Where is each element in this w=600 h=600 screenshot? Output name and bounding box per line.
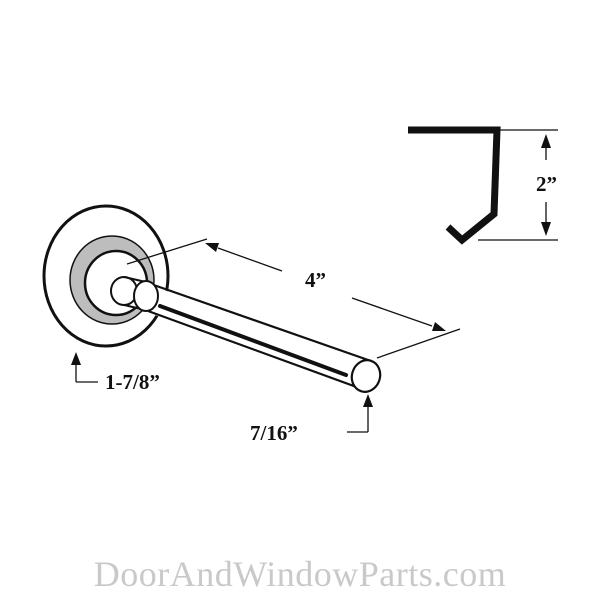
roller-stem xyxy=(110,276,382,393)
watermark: DoorAndWindowParts.com xyxy=(93,554,507,594)
roller-wheel xyxy=(42,204,170,348)
stem-diameter-label: 7/16” xyxy=(250,421,298,445)
track-profile xyxy=(408,126,501,245)
wheel-diameter-label: 1-7/8” xyxy=(105,370,160,394)
wheel-diameter-leader xyxy=(71,352,98,383)
track-height-dimension xyxy=(478,129,558,241)
stem-length-dimension xyxy=(126,238,461,359)
stem-diameter-leader xyxy=(347,394,373,433)
track-height-label: 2” xyxy=(536,172,557,196)
stem-length-label: 4” xyxy=(305,268,326,292)
